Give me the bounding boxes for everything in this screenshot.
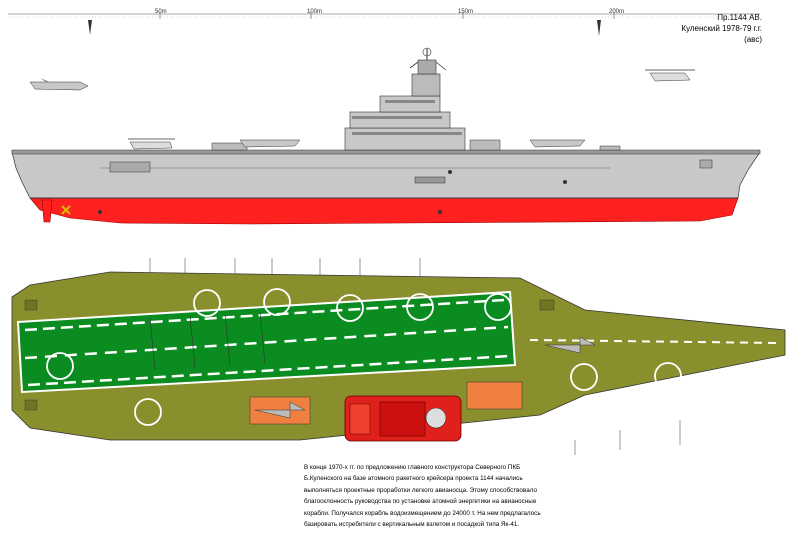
drawing-note: (авс): [744, 35, 762, 44]
drawing-title: Пр.1144 АВ.: [717, 13, 762, 22]
aircraft-flying-left: [29, 78, 89, 91]
drawing-subtitle: Куленский 1978-79 г.г.: [681, 24, 762, 33]
description-line: базировать истребители с вертикальным вз…: [304, 521, 520, 529]
scale-mark-100m: 100m: [307, 9, 323, 15]
description-text: В конце 1970-х гг. по предложению главно…: [304, 462, 556, 530]
scale-bar: [8, 12, 760, 19]
antenna-mast-left: [88, 20, 92, 35]
island-top-view: [344, 395, 462, 442]
description-line: корабли. Получался корабль водоизмещение…: [304, 509, 541, 517]
side-profile: [11, 47, 761, 225]
aircraft-top-1: [254, 401, 306, 419]
island-superstructure: [344, 47, 466, 151]
landing-circles: [46, 288, 682, 426]
scale-mark-150m: 150m: [458, 9, 474, 15]
description-line: благосклонность руководства по установке…: [304, 498, 537, 506]
antenna-mast-right: [597, 20, 601, 36]
hull-side: [11, 151, 761, 199]
deck-pad-right: [466, 381, 523, 410]
description-line: Б.Куленского на базе атомного ракетного …: [304, 475, 523, 483]
scale-mark-50m: 50m: [155, 9, 167, 15]
aircraft-top-2: [544, 336, 596, 354]
propeller: [61, 205, 71, 215]
rudder: [41, 199, 53, 223]
scale-mark-200m: 200m: [609, 9, 625, 15]
hull-underwater: [29, 197, 739, 225]
description-line: выполняться проектные проработки легкого…: [304, 486, 537, 494]
flight-deck-side: [11, 149, 761, 155]
description-line: В конце 1970-х гг. по предложению главно…: [304, 464, 521, 471]
helicopter-side-1: [129, 141, 173, 150]
title-block: Пр.1144 АВ. Куленский 1978-79 г.г. (авс): [681, 12, 762, 45]
top-view: [11, 258, 786, 455]
aircraft-side-1: [239, 139, 301, 148]
helicopter-flying-right: [645, 69, 695, 82]
aircraft-side-2: [529, 139, 586, 148]
